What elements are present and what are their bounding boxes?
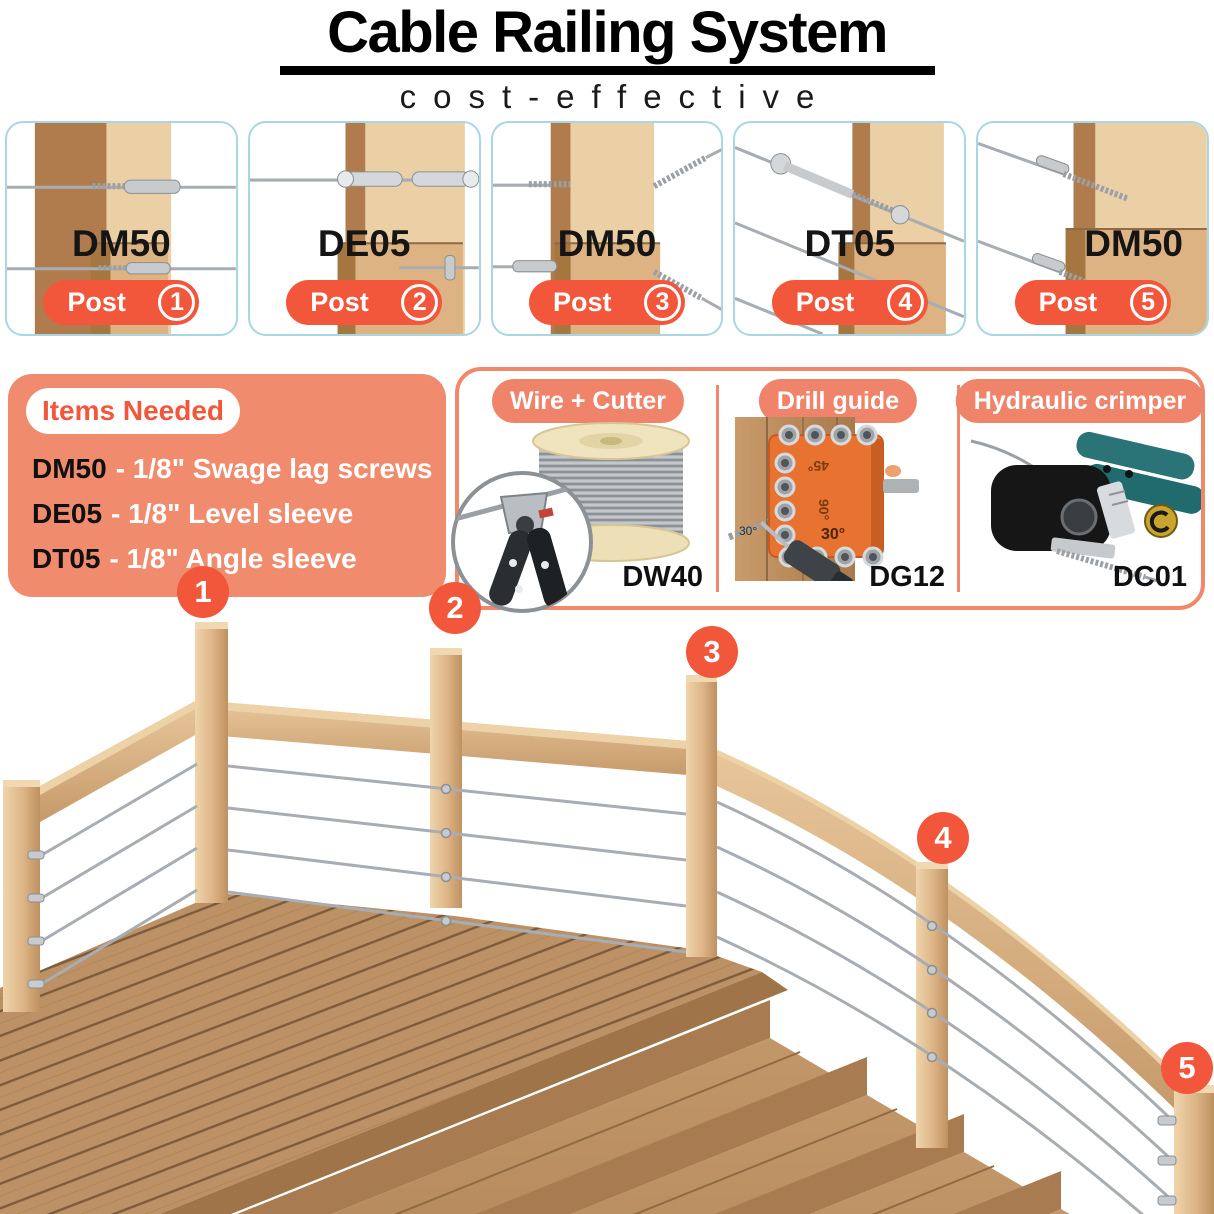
item-desc: - 1/8" Level sleeve [111,497,354,529]
deck-fascia [160,972,788,1214]
deck-illustration [0,622,1214,1214]
post-number-badge: 3 [643,284,681,321]
tool-label: Drill guide [758,379,918,423]
item-code: DT05 [32,542,101,574]
tools-divider [957,385,960,592]
left-rail [40,700,197,822]
items-needed-header: Items Needed [26,388,240,434]
list-item: DM50 - 1/8" Swage lag screws [32,446,432,491]
header: Cable Railing System cost-effective [0,0,1214,116]
post-label: Post [552,287,612,317]
tools-box: Wire + Cutter [451,367,1205,613]
tool-code: DG12 [869,561,945,593]
drill [760,521,854,581]
post-marker-3: 3 [686,626,738,678]
post-number-badge: 5 [1129,284,1167,321]
item-code: DE05 [32,497,103,529]
product-code: DE05 [317,223,411,264]
product-code: DM50 [1084,223,1183,264]
post-number-badge: 4 [886,284,924,321]
post-number-badge: 1 [158,284,196,321]
tool-code: DW40 [622,561,703,593]
post-pill-4: Post 4 [771,280,928,325]
post-panel-3: DM50 Post 3 [490,121,724,336]
tool-section-hydraulic-crimper: Hydraulic crimper DC01 [955,371,1205,606]
post-label: Post [1038,287,1098,317]
page-subtitle: cost-effective [399,77,832,115]
cables [39,762,1176,1214]
post-panel-4: DT05 Post 4 [733,121,967,336]
tool-label: Hydraulic crimper [955,379,1205,423]
post-label: Post [310,287,369,317]
product-code: DT05 [804,223,896,264]
drill-angle-45: 45° [808,458,829,474]
title-underline [279,65,935,75]
post-marker-4: 4 [917,812,969,864]
item-desc: - 1/8" Swage lag screws [115,452,433,484]
post-panel-5: DM50 Post 5 [976,121,1209,336]
stairs [237,1000,1070,1214]
post-pill-1: Post 1 [43,280,200,325]
post-marker-5: 5 [1161,1042,1213,1094]
post-pill-3: Post 3 [528,280,685,325]
post-pill-5: Post 5 [1014,280,1171,325]
level-sleeves [336,170,479,188]
list-item: DT05 - 1/8" Angle sleeve [32,536,432,581]
items-needed-list: DM50 - 1/8" Swage lag screws DE05 - 1/8"… [32,446,432,581]
post-label: Post [67,287,126,317]
deck-floor [0,893,762,1214]
posts [3,622,1214,1214]
angle-sleeve-screw [770,153,910,225]
post-pill-2: Post 2 [286,280,443,325]
list-item: DE05 - 1/8" Level sleeve [32,491,432,536]
cable-cutter-inset [451,471,593,613]
tool-code: DC01 [1112,561,1187,593]
product-code: DM50 [72,223,171,264]
post-3 [686,675,717,957]
post-panel-2: DE05 Post 2 [247,121,481,336]
stair-rail [703,746,1183,1117]
tool-label: Wire + Cutter [491,379,685,423]
post-panel-1: DM50 Post 1 [5,121,238,336]
page-title: Cable Railing System [327,0,888,65]
post-2 [430,648,462,908]
drill-side-angle: 30° [739,524,757,538]
post-marker-2: 2 [429,582,481,634]
drill-angle-30: 30° [821,526,845,543]
post-marker-1: 1 [177,566,229,618]
product-code: DM50 [557,223,657,264]
post-1 [195,622,228,903]
tools-divider [716,385,719,592]
post-number-badge: 2 [401,284,439,321]
tool-section-wire-cutter: Wire + Cutter [451,371,717,613]
item-desc: - 1/8" Angle sleeve [109,542,357,574]
items-needed-box: Items Needed DM50 - 1/8" Swage lag screw… [8,374,446,597]
drill-guide-illustration: 45° 90° 30° 30° [727,417,919,581]
cable-fittings [27,783,1177,1206]
drill-angle-90: 90° [816,499,832,520]
post-panels-row: DM50 Post 1 [5,121,1209,336]
post-5 [1174,1085,1214,1214]
tool-section-drill-guide: Drill guide [717,371,959,606]
hydraulic-crimper-illustration [970,431,1201,583]
item-code: DM50 [32,452,107,484]
post-label: Post [795,287,855,317]
